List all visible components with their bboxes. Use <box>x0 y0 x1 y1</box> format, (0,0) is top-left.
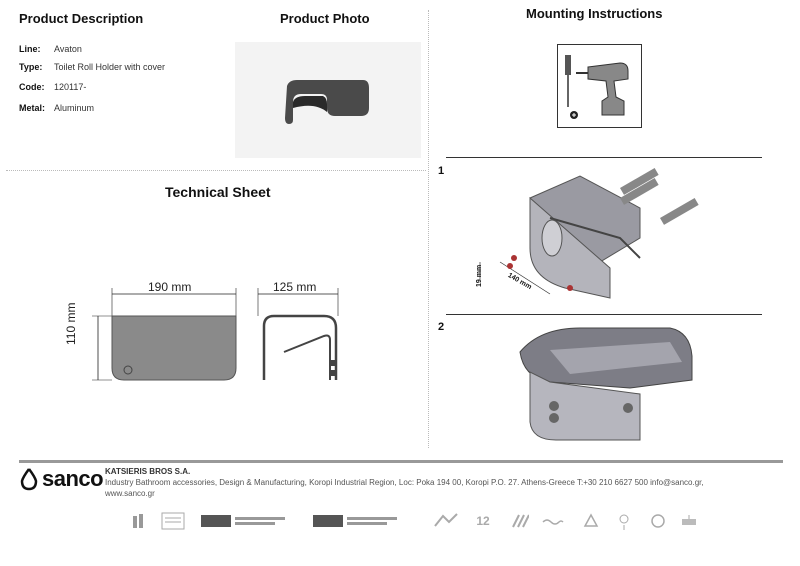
desc-key: Code: <box>19 82 45 92</box>
product-photo-image <box>285 80 369 124</box>
warranty-badge: 12 <box>476 514 490 528</box>
desc-key: Type: <box>19 62 43 72</box>
circle-badge-icon <box>648 509 668 533</box>
desc-row-code: Code: 120117- <box>19 82 86 92</box>
step-1-number: 1 <box>438 165 445 177</box>
drill-screwdriver-icon <box>565 55 629 119</box>
footer-separator <box>19 460 783 463</box>
quality-iso-9001-badge-icon <box>200 509 290 533</box>
desc-value: Avaton <box>54 44 82 54</box>
desc-key: Metal: <box>19 103 46 113</box>
desc-key: Line: <box>19 44 41 54</box>
product-description-title: Product Description <box>19 11 144 26</box>
step2-separator <box>446 314 762 315</box>
step1-separator <box>446 157 762 158</box>
aluminium-badge-icon <box>432 509 460 533</box>
waves-badge-icon <box>540 509 566 533</box>
tools-box <box>557 44 642 128</box>
sanco-wordmark: sanco <box>42 466 104 491</box>
technical-drawing <box>92 288 339 381</box>
stripes-badge-icon <box>508 509 530 533</box>
footer-website[interactable]: www.sanco.gr <box>105 489 155 498</box>
desc-value: 120117- <box>54 82 87 92</box>
sanco-logo: sanco <box>18 466 104 492</box>
desc-row-line: Line: Avaton <box>19 44 82 54</box>
depth-dimension-label: 125 mm <box>273 280 317 294</box>
technical-sheet-heading: Technical Sheet <box>165 184 271 200</box>
step1-illustration <box>479 168 699 299</box>
sun-badge-icon <box>614 509 634 533</box>
product-photo <box>235 42 421 158</box>
dim-vertical-19mm: 19 mm <box>476 264 483 287</box>
recycle-badge-icon <box>580 509 602 533</box>
desc-row-type: Type: Toilet Roll Holder with cover <box>19 62 165 72</box>
step-2-number: 2 <box>438 321 445 333</box>
width-dimension-label: 190 mm <box>148 280 192 294</box>
desc-value: Toilet Roll Holder with cover <box>54 62 166 72</box>
hundred-percent-badge-icon <box>160 509 186 533</box>
desc-row-metal: Metal: Aluminum <box>19 103 94 113</box>
desc-value: Aluminum <box>54 103 95 113</box>
mounting-instructions-title: Mounting Instructions <box>526 6 663 21</box>
footer-address: Industry Bathroom accessories, Design & … <box>105 478 704 487</box>
product-photo-title: Product Photo <box>280 11 370 26</box>
horizontal-divider <box>6 170 426 171</box>
hand-badge-icon <box>678 509 700 533</box>
sanco-logo-icon <box>20 468 38 491</box>
vertical-divider <box>428 10 429 448</box>
footer-company: KATSIERIS BROS S.A. <box>105 467 191 476</box>
height-dimension-label: 110 mm <box>64 302 78 345</box>
step2-illustration <box>519 327 693 441</box>
environmental-iso-14001-badge-icon <box>312 509 402 533</box>
made-in-greece-icon <box>128 509 150 533</box>
